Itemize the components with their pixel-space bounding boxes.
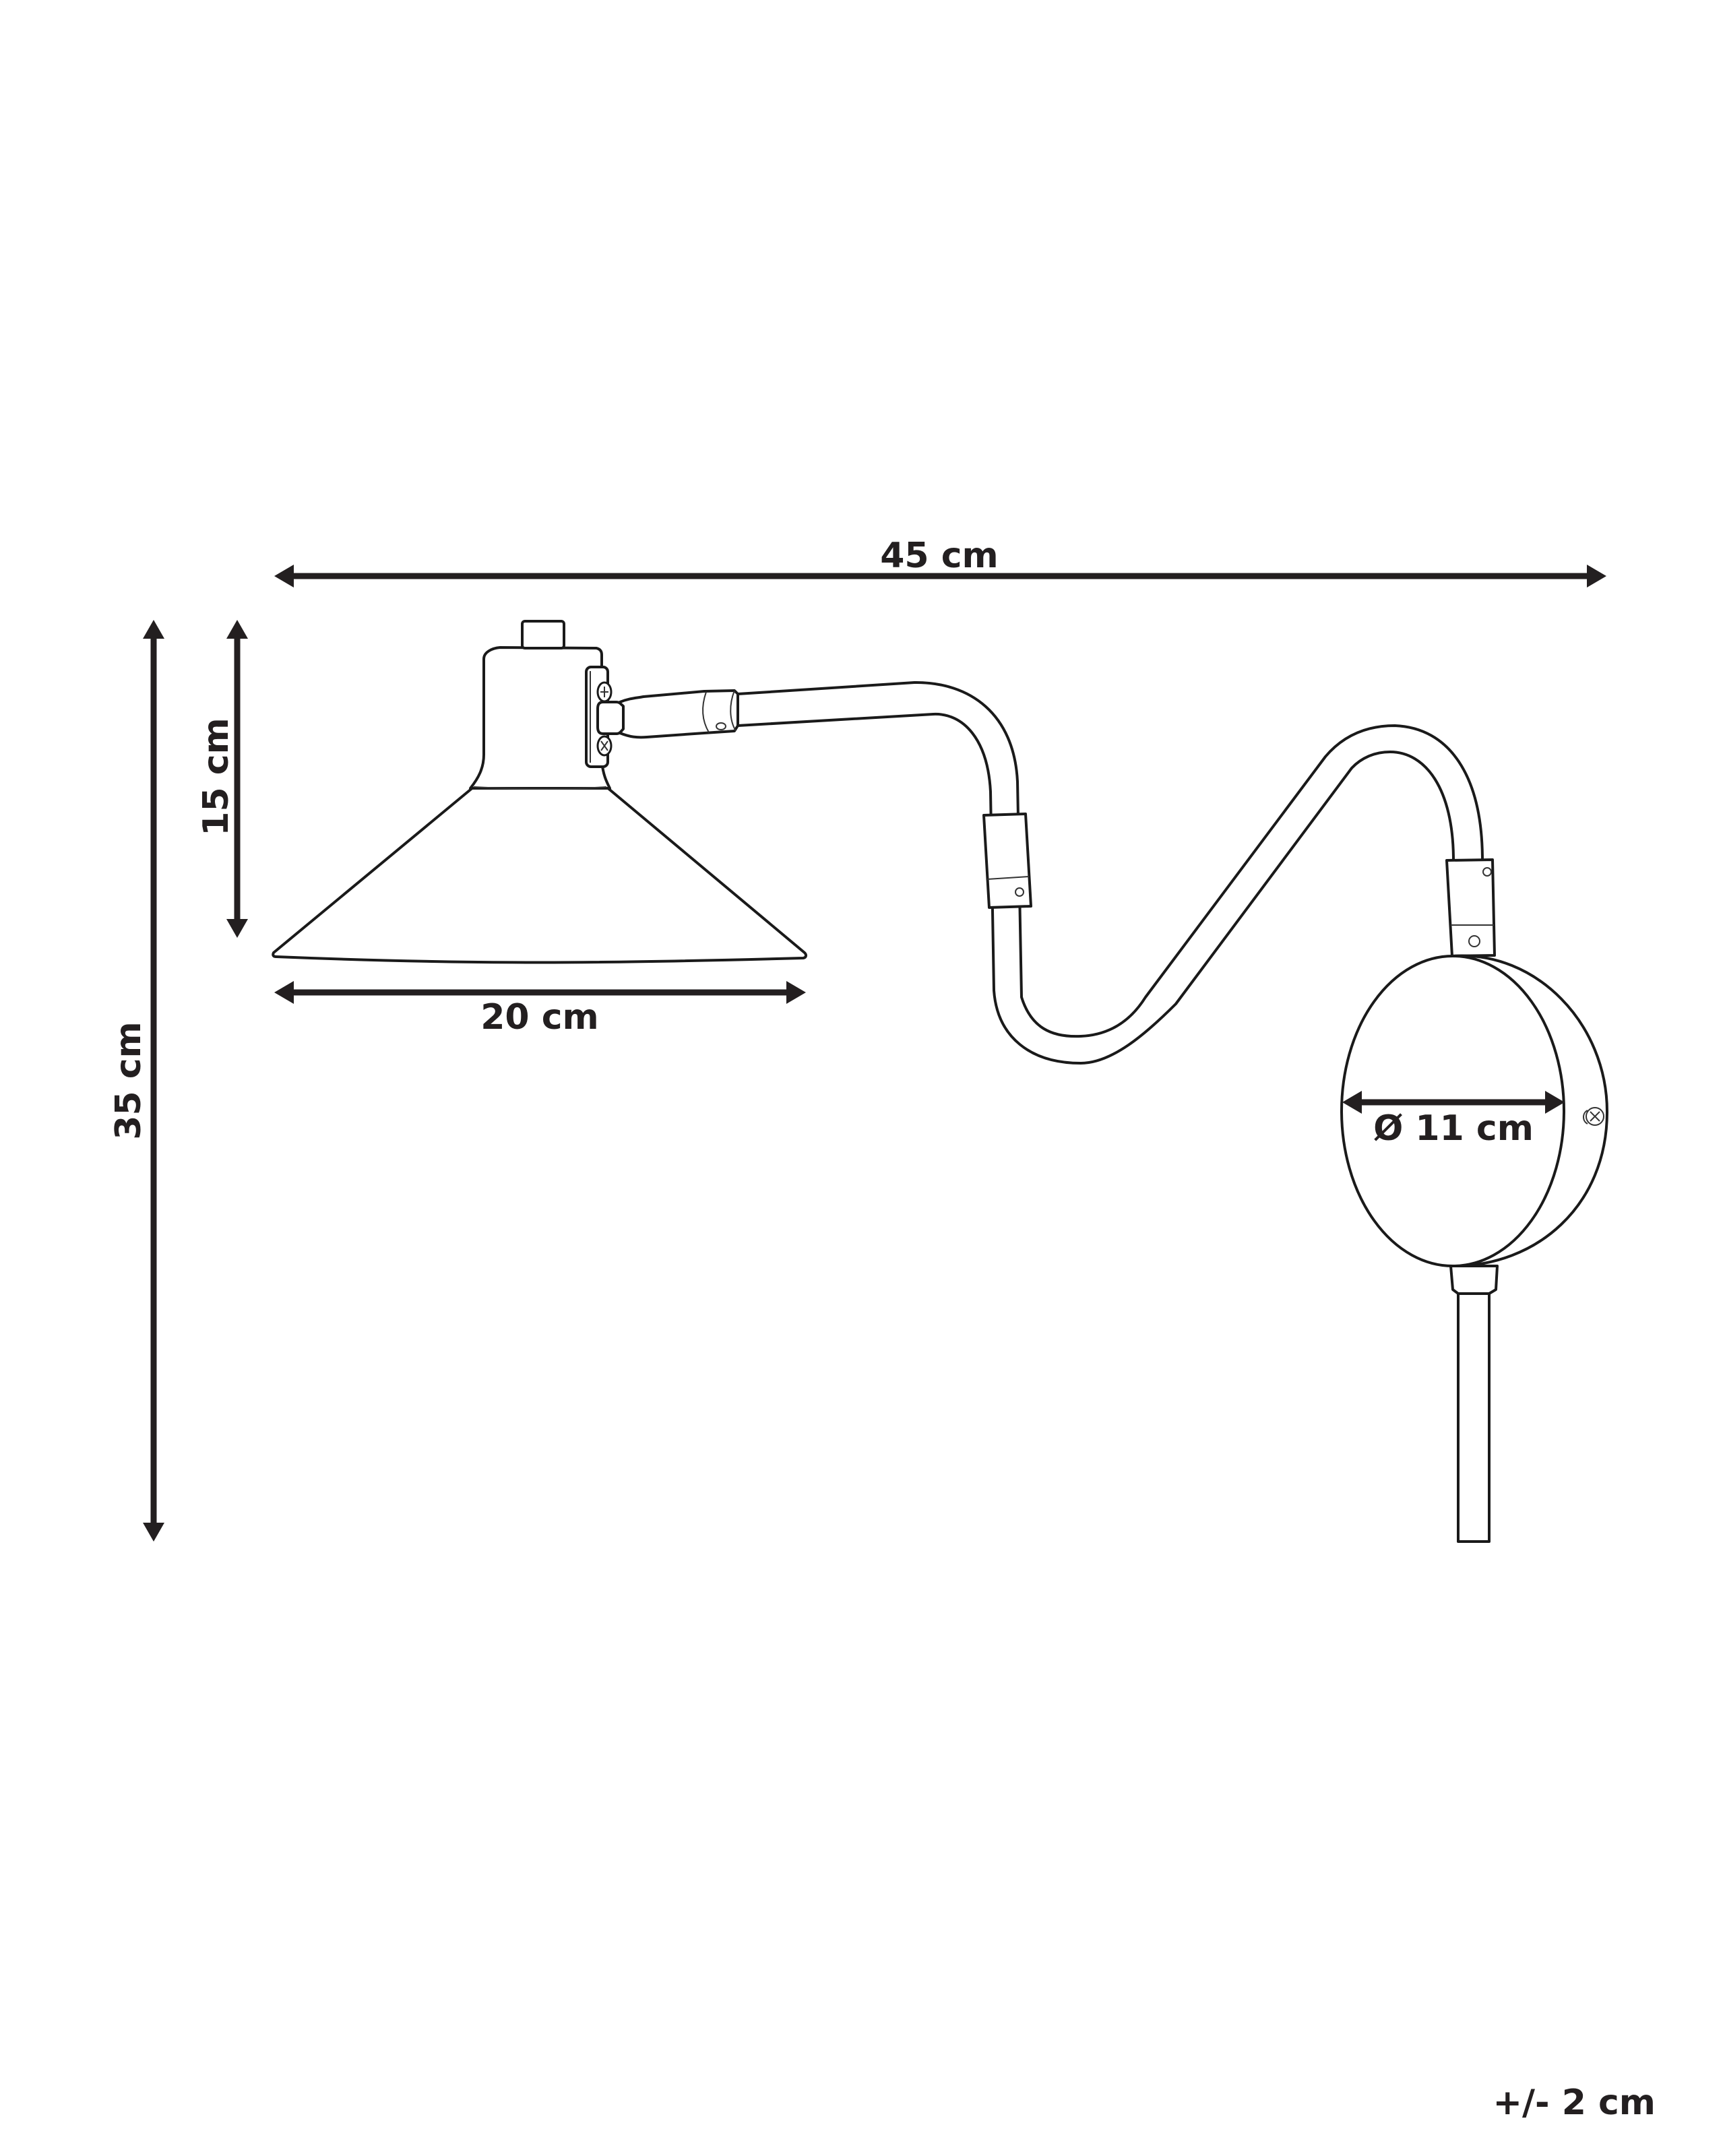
arrowhead-left-icon [274, 981, 294, 1004]
head-arm-tube [619, 689, 739, 739]
collar-screw-top-icon [1482, 867, 1492, 877]
overall-height-label: 35 cm [108, 1021, 149, 1139]
collar-screw-bottom-icon [1468, 935, 1480, 947]
canopy-lower-collar [1449, 1265, 1499, 1295]
wall-cable [1457, 1291, 1491, 1543]
dimension-overall-width: 45 cm [274, 536, 1606, 588]
arrowhead-up-icon [226, 620, 248, 639]
elbow-screw-icon [1015, 887, 1024, 897]
canopy-side-screw-icon [1583, 1107, 1604, 1126]
arrowhead-left-icon [1342, 1091, 1362, 1114]
arrowhead-right-icon [1545, 1091, 1565, 1114]
bracket-screw-top-icon [596, 681, 613, 703]
arrowhead-down-icon [143, 1523, 164, 1542]
lamp-shade [272, 786, 808, 964]
shade-width-label: 20 cm [480, 997, 598, 1038]
dimension-shade-width: 20 cm [274, 981, 806, 1038]
canopy-upper-collar [1445, 858, 1496, 957]
head-knuckle [596, 701, 625, 735]
dimension-shade-height: 15 cm [196, 620, 248, 938]
dimension-overall-height: 35 cm [108, 620, 164, 1542]
bracket-screw-bottom-icon [596, 735, 613, 757]
arrowhead-left-icon [274, 565, 294, 588]
dimension-canopy-diameter: Ø 11 cm [1342, 1091, 1565, 1149]
arrowhead-up-icon [143, 620, 164, 639]
arrowhead-right-icon [1587, 565, 1606, 588]
overall-width-label: 45 cm [880, 536, 998, 576]
canopy-front-disc [1340, 955, 1565, 1267]
canopy-diameter-label: Ø 11 cm [1373, 1108, 1534, 1149]
lamp-cap [521, 620, 565, 649]
shade-height-label: 15 cm [196, 718, 237, 835]
lamp-illustration [272, 620, 1608, 1543]
arm-collar-screw-icon [716, 722, 726, 730]
tolerance-note: +/- 2 cm [1493, 2083, 1656, 2123]
arrowhead-down-icon [226, 919, 248, 938]
elbow-joint-collar [982, 813, 1032, 909]
arrowhead-right-icon [786, 981, 806, 1004]
